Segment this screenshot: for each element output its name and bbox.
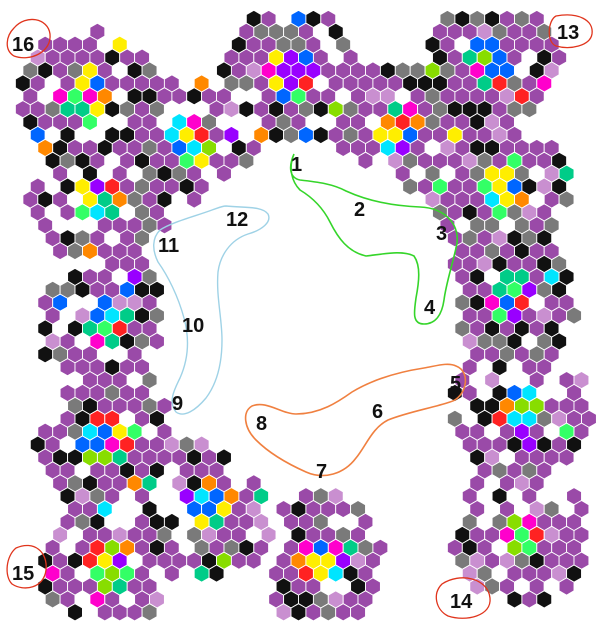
- path-label-10: 10: [182, 315, 204, 337]
- path-label-2: 2: [354, 199, 365, 221]
- path-label-11: 11: [158, 235, 179, 257]
- hex-tile: [312, 125, 329, 145]
- path-label-7: 7: [316, 461, 327, 483]
- hex-tile: [283, 125, 299, 145]
- hex-tile: [320, 603, 337, 622]
- hex-tile: [216, 164, 232, 183]
- hex-tile: [558, 577, 575, 596]
- hex-tile: [558, 448, 575, 467]
- hex-tile: [82, 603, 98, 622]
- corner-marker-14: 14: [435, 577, 491, 619]
- path-label-4: 4: [424, 297, 436, 319]
- corner-marker-15: 15: [6, 544, 47, 589]
- hex-tile: [238, 151, 255, 170]
- hex-tile: [521, 590, 538, 609]
- hex-tile: [111, 603, 128, 622]
- hex-tile: [298, 125, 314, 145]
- hex-tile: [536, 590, 553, 609]
- corner-label-15: 15: [12, 563, 34, 585]
- hex-tile: [193, 564, 210, 583]
- path-label-6: 6: [372, 401, 383, 423]
- path-label-9: 9: [172, 393, 183, 415]
- hex-tile: [44, 358, 61, 377]
- path-label-1: 1: [291, 154, 302, 176]
- hex-tile: [141, 603, 158, 622]
- hex-tile: [275, 603, 292, 622]
- path-label-12: 12: [226, 209, 248, 231]
- hex-tile: [290, 603, 307, 622]
- hex-tile: [379, 164, 396, 183]
- corner-label-13: 13: [557, 22, 579, 44]
- hex-tile: [186, 190, 203, 209]
- hex-tile: [335, 603, 352, 622]
- hex-tiles-layer: [14, 9, 597, 622]
- path-label-3: 3: [436, 223, 447, 245]
- path-labels-layer: 1 2 3 4 5 6 7 8 9 10 11 12: [158, 154, 461, 483]
- hex-tile: [67, 603, 83, 622]
- hex-tile: [52, 241, 69, 261]
- corner-labels-layer: 13 14 15 16: [6, 14, 593, 619]
- hex-tile: [171, 190, 188, 209]
- corner-marker-16: 16: [6, 18, 51, 59]
- hex-tile: [305, 603, 322, 622]
- corner-circle-13: [548, 14, 593, 49]
- hex-tile: [402, 177, 419, 196]
- route-outline-green: [289, 153, 459, 325]
- hex-tile: [268, 125, 285, 145]
- corner-circle-14: [435, 577, 491, 619]
- corner-label-14: 14: [450, 591, 473, 613]
- corner-circle-15: [6, 544, 47, 589]
- hex-tile: [491, 590, 508, 609]
- path-label-5: 5: [450, 373, 461, 395]
- hex-tile: [52, 603, 69, 622]
- path-label-8: 8: [256, 413, 267, 435]
- hex-tile: [506, 590, 523, 609]
- corner-circle-16: [6, 18, 51, 59]
- hex-tile: [350, 603, 366, 622]
- hex-tile: [335, 138, 352, 158]
- route-outlines-layer: [153, 153, 467, 477]
- corner-label-16: 16: [12, 34, 34, 56]
- hex-tile: [126, 603, 143, 622]
- route-outline-orange: [244, 363, 467, 477]
- hex-tile: [357, 151, 374, 170]
- hex-tile: [230, 551, 247, 570]
- corner-marker-13: 13: [548, 14, 593, 49]
- hex-tile: [208, 564, 225, 583]
- hex-tile: [96, 603, 113, 622]
- route-outline-blue: [153, 205, 270, 415]
